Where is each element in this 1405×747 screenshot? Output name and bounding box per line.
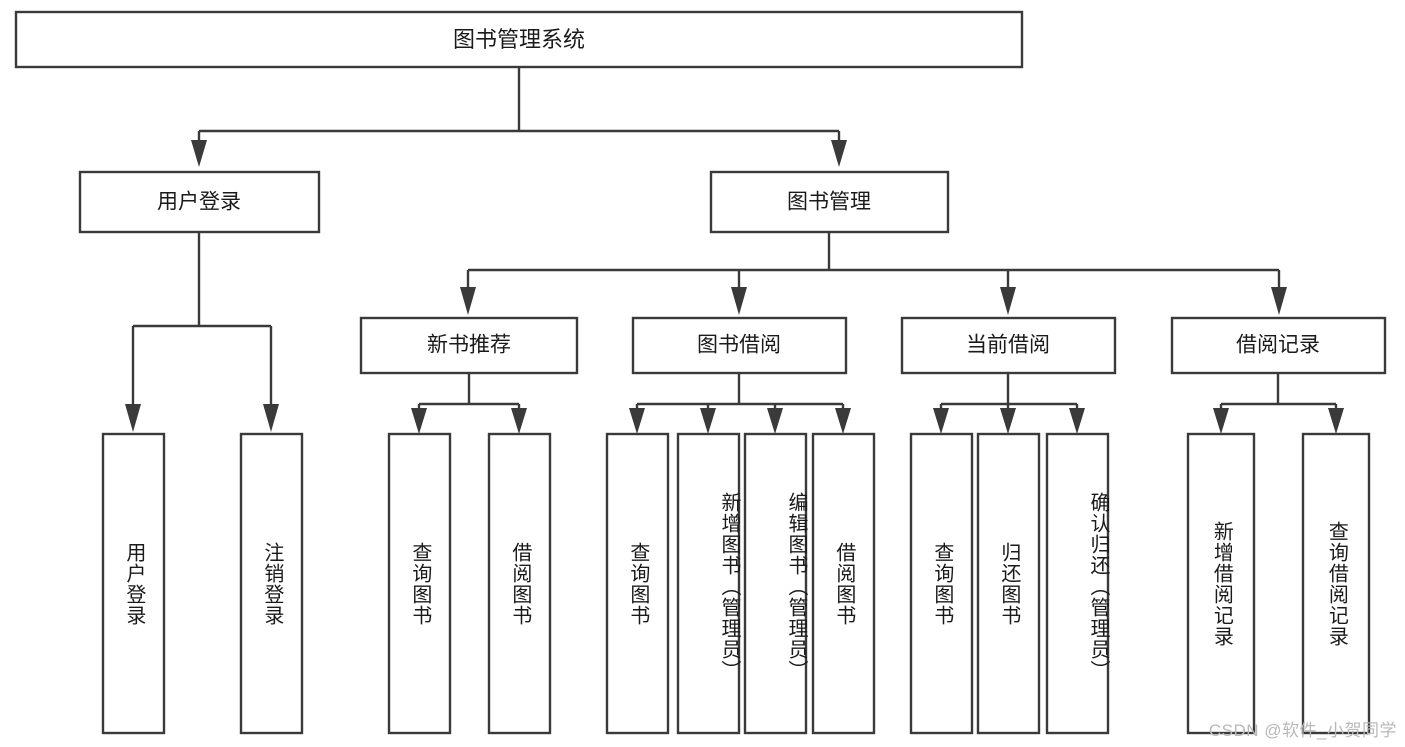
connector-new-book-recommend-to-leaves (411, 373, 527, 434)
arrow-head-icon (191, 140, 207, 167)
arrow-head-icon (835, 408, 851, 434)
user-login-box-rect (78, 170, 321, 234)
leaf-box-borrow-book-1[interactable] (487, 432, 552, 735)
leaf-box-confirm-return-admin[interactable] (1045, 432, 1110, 735)
node-root[interactable]: 图书管理系统 (14, 10, 1024, 69)
leaf-box-add-book-admin[interactable] (676, 432, 741, 735)
arrow-head-icon (1328, 408, 1344, 434)
current-borrow-box-label: 当前借阅 (966, 334, 1050, 357)
arrow-head-icon (125, 404, 141, 432)
arrow-head-icon (263, 404, 279, 432)
node-current-borrow[interactable]: 当前借阅 (900, 316, 1117, 375)
leaf-box-edit-book-admin[interactable] (743, 432, 808, 735)
current-borrow-box-rect (900, 316, 1117, 375)
arrow-head-icon (1069, 408, 1085, 434)
node-book-borrow[interactable]: 图书借阅 (631, 316, 848, 375)
arrow-head-icon (700, 408, 716, 434)
connector-user-login-to-leaves (125, 232, 279, 432)
borrow-record-box-label: 借阅记录 (1236, 334, 1320, 357)
arrow-head-icon (411, 408, 427, 434)
root-box-rect (14, 10, 1024, 69)
connector-current-borrow-to-leaves (933, 373, 1085, 434)
connector-book-management-to-level2 (460, 232, 1287, 315)
root-box-label: 图书管理系统 (453, 27, 585, 52)
connector-root-to-level1 (191, 67, 847, 167)
node-book-management[interactable]: 图书管理 (709, 170, 950, 234)
leaf-box-add-borrow-record[interactable] (1186, 432, 1256, 735)
node-borrow-record[interactable]: 借阅记录 (1170, 316, 1387, 375)
arrow-head-icon (933, 408, 949, 434)
leaf-box-user-login[interactable] (101, 432, 166, 735)
arrow-head-icon (831, 140, 847, 167)
leaf-box-query-book-2[interactable] (605, 432, 670, 735)
arrow-head-icon (731, 287, 747, 315)
connector-borrow-record-to-leaves (1213, 373, 1344, 434)
leaf-box-logout[interactable] (239, 432, 304, 735)
new-book-recommend-box-label: 新书推荐 (427, 334, 511, 357)
arrow-head-icon (511, 408, 527, 434)
leaf-box-return-book[interactable] (976, 432, 1041, 735)
leaf-box-borrow-book-2[interactable] (811, 432, 876, 735)
user-login-box-label: 用户登录 (157, 191, 241, 214)
connector-book-borrow-to-leaves (629, 373, 851, 434)
arrow-head-icon (1000, 408, 1016, 434)
node-user-login[interactable]: 用户登录 (78, 170, 321, 234)
arrow-head-icon (460, 287, 476, 315)
leaf-box-query-book-3[interactable] (909, 432, 974, 735)
leaf-box-query-book-1[interactable] (387, 432, 452, 735)
leaf-box-query-borrow-record[interactable] (1301, 432, 1371, 735)
arrow-head-icon (629, 408, 645, 434)
book-management-box-label: 图书管理 (787, 191, 871, 214)
arrow-head-icon (1000, 287, 1016, 315)
book-borrow-box-label: 图书借阅 (697, 334, 781, 357)
arrow-head-icon (767, 408, 783, 434)
arrow-head-icon (1213, 408, 1229, 434)
arrow-head-icon (1271, 287, 1287, 315)
node-new-book-recommend[interactable]: 新书推荐 (359, 316, 579, 375)
new-book-recommend-box-rect (359, 316, 579, 375)
